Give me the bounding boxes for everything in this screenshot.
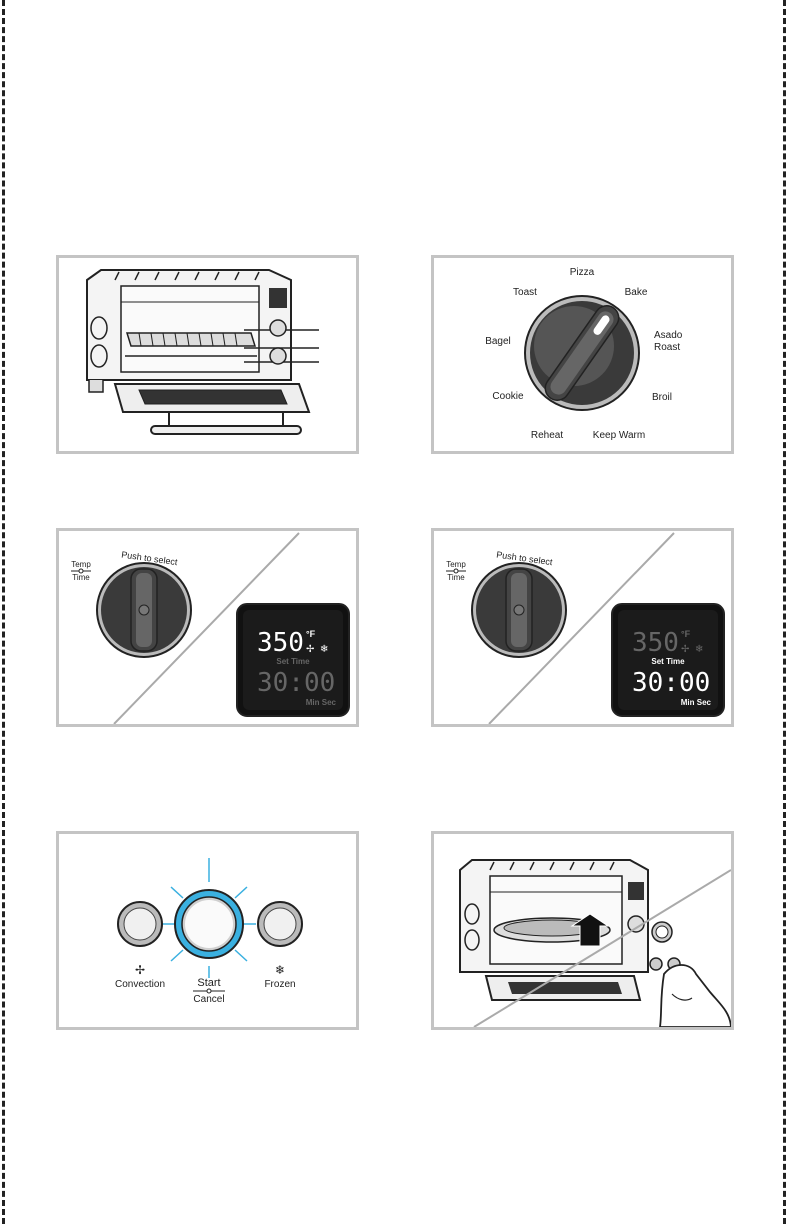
display-unit: °F <box>306 629 316 639</box>
oven-rack-panel <box>56 255 359 454</box>
dial-label-bake: Bake <box>625 287 648 298</box>
oven-illustration <box>59 258 356 451</box>
convection-button[interactable] <box>118 902 162 946</box>
temp-display-panel: Temp Time Push to select 350 °F ✢ ❄ Set … <box>56 528 359 727</box>
dial-label-cookie: Cookie <box>492 391 524 402</box>
hand-illustration <box>660 965 731 1027</box>
buttons-panel: ✢ Convection Start Cancel ❄ Frozen <box>56 831 359 1030</box>
dial-label-pizza: Pizza <box>570 267 595 278</box>
dial-label-keep-warm: Keep Warm <box>593 430 645 441</box>
dial-label-asado: Asado <box>654 330 683 341</box>
snowflake-icon: ❄ <box>320 644 328 655</box>
display-time: 30:00 <box>632 668 710 698</box>
start-label: Start <box>197 977 220 989</box>
display-min-sec: Min Sec <box>681 698 712 707</box>
time-label: Time <box>447 573 465 582</box>
display-min-sec: Min Sec <box>306 698 337 707</box>
snowflake-icon: ❄ <box>275 963 285 977</box>
dial-label-toast: Toast <box>513 287 537 298</box>
dial-label-reheat: Reheat <box>531 430 563 441</box>
digital-display: 350 °F ✢ ❄ Set Time 30:00 Min Sec <box>612 604 724 716</box>
display-set-time: Set Time <box>651 657 685 666</box>
display-set-time: Set Time <box>276 657 310 666</box>
start-cancel-button[interactable] <box>175 890 243 958</box>
temp-label: Temp <box>71 560 91 569</box>
fan-icon: ✢ <box>135 963 145 977</box>
function-dial-panel: Pizza Toast Bake Bagel Asado Roast Cooki… <box>431 255 734 454</box>
display-unit: °F <box>681 629 691 639</box>
frozen-label: Frozen <box>264 979 295 990</box>
fan-icon: ✢ <box>306 644 314 655</box>
temp-label: Temp <box>446 560 466 569</box>
time-label: Time <box>72 573 90 582</box>
temp-time-knob[interactable] <box>97 563 191 657</box>
temp-time-knob[interactable] <box>472 563 566 657</box>
display-temperature: 350 <box>632 628 679 658</box>
cancel-label: Cancel <box>193 994 224 1005</box>
snowflake-icon: ❄ <box>695 644 703 655</box>
convection-label: Convection <box>115 979 165 990</box>
time-display-panel: Temp Time Push to select 350 °F ✢ ❄ Set … <box>431 528 734 727</box>
pizza-start-panel <box>431 831 734 1030</box>
fan-icon: ✢ <box>681 644 689 655</box>
display-time: 30:00 <box>257 668 335 698</box>
frozen-button[interactable] <box>258 902 302 946</box>
left-cut-line <box>2 0 5 1224</box>
dial-label-roast: Roast <box>654 342 680 353</box>
dial-label-broil: Broil <box>652 392 672 403</box>
right-cut-line <box>783 0 786 1224</box>
display-temperature: 350 <box>257 628 304 658</box>
dial-label-bagel: Bagel <box>485 336 511 347</box>
function-dial-knob[interactable] <box>525 296 639 410</box>
digital-display: 350 °F ✢ ❄ Set Time 30:00 Min Sec <box>237 604 349 716</box>
